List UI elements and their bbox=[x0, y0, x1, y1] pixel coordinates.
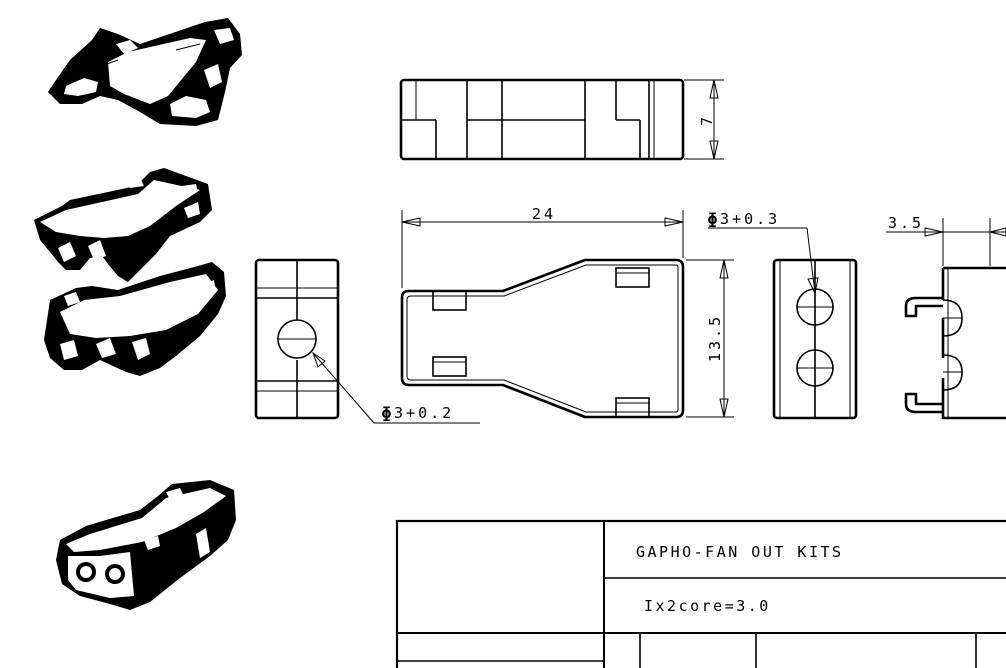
section-view bbox=[904, 266, 1006, 420]
length-dimension-label: 24 bbox=[532, 205, 556, 223]
title-block: GAPHO-FAN OUT KITS Ix2core=3.0 bbox=[395, 519, 1006, 668]
hole-right-dimension-label: 3+0.3 bbox=[720, 210, 780, 228]
plan-view bbox=[400, 258, 685, 419]
title-block-title: GAPHO-FAN OUT KITS bbox=[636, 543, 844, 561]
dimension-width: 13.5 bbox=[686, 259, 734, 418]
dimension-length: 24 bbox=[401, 205, 684, 288]
iso-view-exploded-top bbox=[34, 168, 212, 282]
end-view: ɸ3+0.3 bbox=[708, 210, 858, 420]
diameter-symbol-right: ɸ bbox=[708, 210, 720, 228]
dimension-height: 7 bbox=[684, 79, 724, 160]
width-dimension-label: 13.5 bbox=[706, 314, 724, 362]
diameter-symbol-front: ɸ bbox=[382, 404, 394, 422]
iso-view-bottom-half bbox=[48, 18, 242, 126]
svg-text:ɸ3+0.3: ɸ3+0.3 bbox=[708, 210, 780, 228]
iso-view-exploded-bottom bbox=[44, 262, 226, 376]
dimension-right-side: 3.5 bbox=[886, 214, 1006, 266]
top-view bbox=[399, 78, 685, 161]
height-dimension-label: 7 bbox=[698, 114, 716, 126]
front-view: ɸ3+0.2 bbox=[254, 258, 480, 424]
right-side-dimension-label: 3.5 bbox=[888, 214, 924, 232]
iso-view-assembled bbox=[56, 480, 236, 610]
title-block-spec: Ix2core=3.0 bbox=[644, 597, 771, 615]
svg-text:ɸ3+0.2: ɸ3+0.2 bbox=[382, 404, 454, 422]
hole-front-dimension-label: 3+0.2 bbox=[394, 404, 454, 422]
